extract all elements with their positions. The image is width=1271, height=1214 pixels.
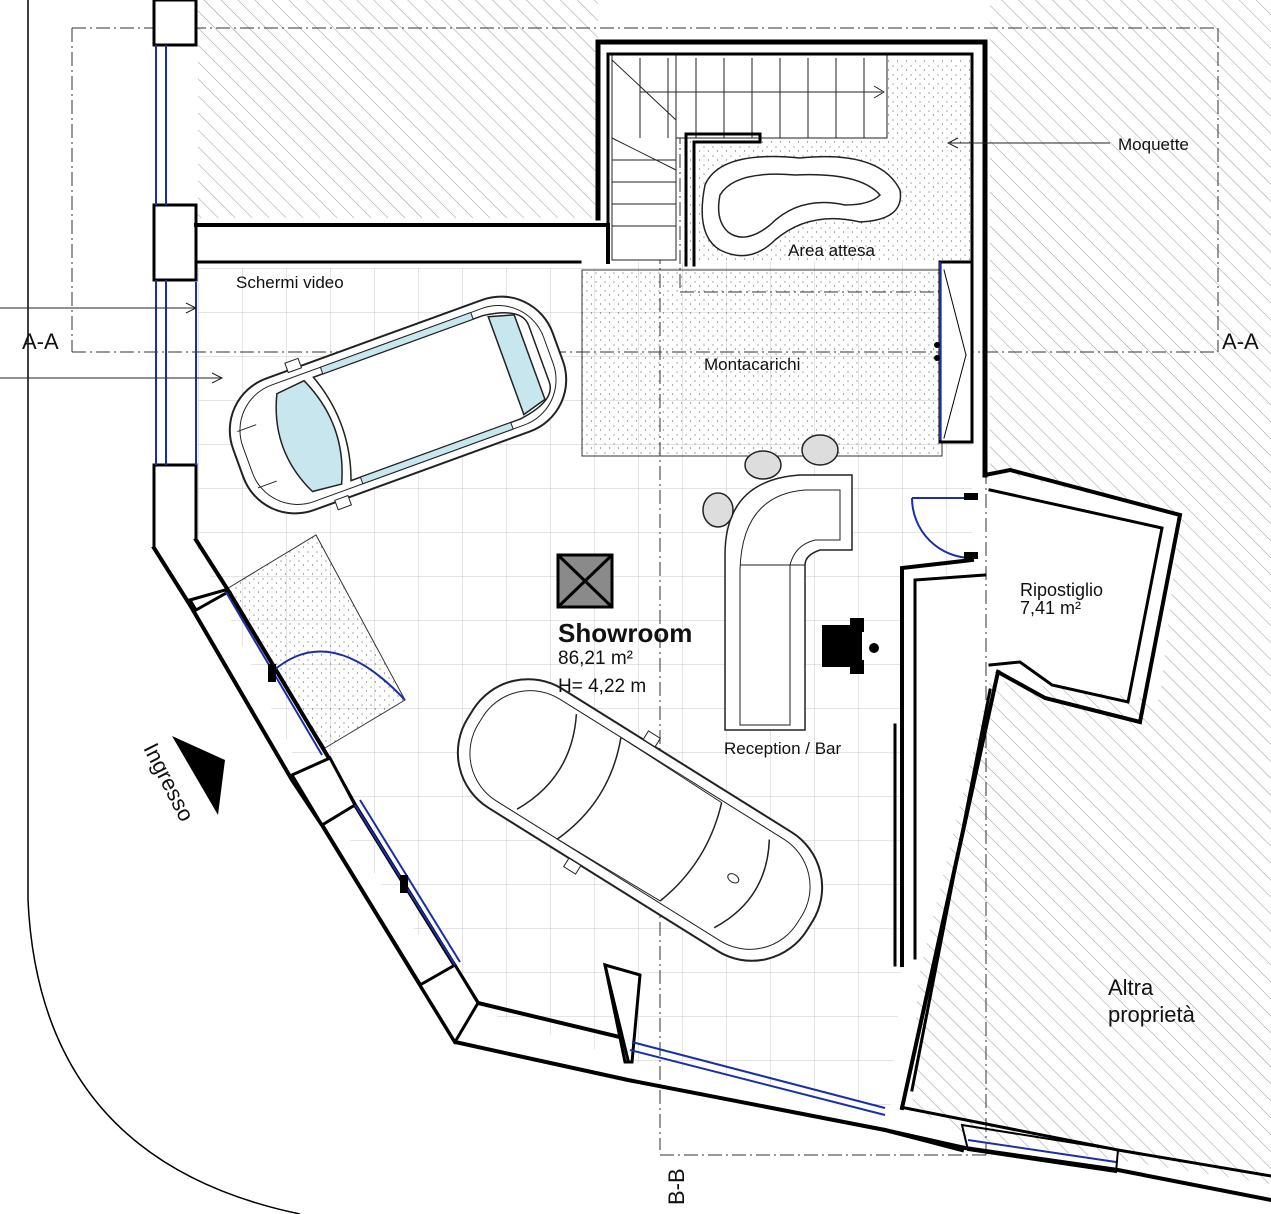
- montacarichi-area: [581, 269, 943, 457]
- label-section-aa-right: A-A: [1222, 329, 1259, 354]
- label-montacarichi: Montacarichi: [704, 355, 800, 374]
- room-area-showroom: 86,21 m²: [558, 648, 633, 669]
- label-section-bb: B-B: [664, 1168, 689, 1205]
- label-reception: Reception / Bar: [724, 739, 842, 758]
- label-area-attesa: Area attesa: [788, 241, 875, 260]
- label-altra-line2: proprietà: [1108, 1002, 1196, 1027]
- column-symbol: [556, 553, 614, 609]
- room-area-ripostiglio: 7,41 m²: [1020, 598, 1081, 618]
- section-lines: [71, 27, 1219, 1156]
- label-section-aa-left: A-A: [22, 329, 59, 354]
- staircase: [611, 53, 888, 261]
- office-chair: [822, 618, 879, 674]
- room-title-showroom: Showroom: [558, 618, 692, 648]
- pier-top: [152, 0, 198, 47]
- room-height-showroom: H= 4,22 m: [558, 676, 646, 697]
- stools: [702, 434, 839, 528]
- room-title-ripostiglio: Ripostiglio: [1020, 580, 1103, 600]
- sofa: [701, 155, 902, 257]
- entrance-arrow-icon: [172, 736, 225, 815]
- walls: [151, 0, 1271, 1203]
- neighbour-hatch: [198, 0, 1271, 1184]
- car-top: [228, 295, 568, 515]
- label-altra-line1: Altra: [1108, 975, 1154, 1000]
- label-moquette: Moquette: [1118, 135, 1189, 154]
- street-curve: [27, 0, 301, 1214]
- door-hardware: [268, 342, 978, 893]
- car-bottom: [456, 678, 824, 962]
- label-schermi-video: Schermi video: [236, 273, 344, 292]
- pier-mid: [152, 203, 198, 282]
- pointer-arrows: [0, 137, 1110, 384]
